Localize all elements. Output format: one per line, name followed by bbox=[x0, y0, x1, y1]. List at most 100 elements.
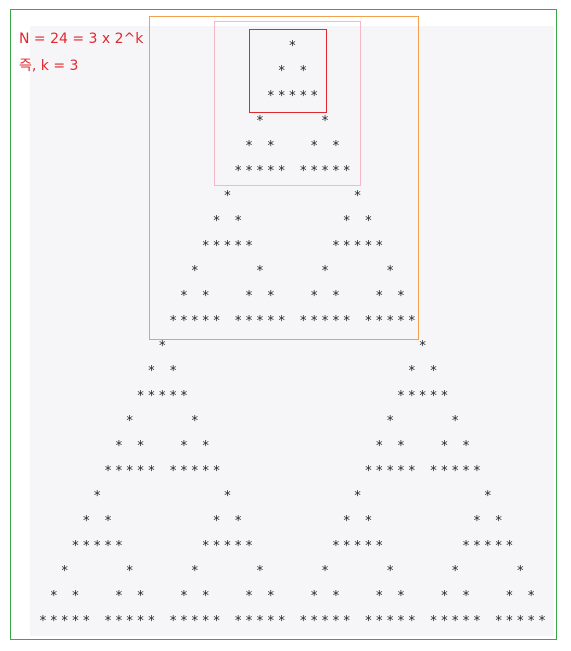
star-glyph: * bbox=[212, 314, 221, 329]
star-glyph: * bbox=[212, 539, 221, 554]
star-glyph: * bbox=[386, 414, 395, 429]
star-glyph: * bbox=[331, 139, 340, 154]
star-glyph: * bbox=[158, 389, 167, 404]
star-glyph: * bbox=[201, 289, 210, 304]
star-glyph: * bbox=[180, 589, 188, 604]
star-glyph: * bbox=[462, 614, 470, 629]
star-glyph: * bbox=[245, 139, 253, 154]
star-glyph: * bbox=[114, 589, 123, 604]
star-glyph: * bbox=[505, 589, 514, 604]
star-glyph: * bbox=[386, 464, 395, 479]
star-glyph: * bbox=[364, 539, 373, 554]
star-glyph: * bbox=[266, 139, 275, 154]
star-glyph: * bbox=[451, 464, 460, 479]
star-glyph: * bbox=[201, 314, 210, 329]
star-glyph: * bbox=[364, 514, 373, 529]
star-glyph: * bbox=[375, 314, 384, 329]
star-glyph: * bbox=[136, 589, 145, 604]
star-glyph: * bbox=[407, 464, 416, 479]
star-glyph: * bbox=[331, 589, 340, 604]
star-glyph: * bbox=[125, 414, 134, 429]
star-glyph: * bbox=[256, 614, 264, 629]
star-glyph: * bbox=[462, 589, 470, 604]
star-glyph: * bbox=[169, 314, 178, 329]
star-glyph: * bbox=[234, 514, 243, 529]
star-glyph: * bbox=[104, 514, 112, 529]
star-glyph: * bbox=[114, 464, 123, 479]
star-glyph: * bbox=[114, 439, 123, 454]
star-glyph: * bbox=[277, 164, 286, 179]
star-glyph: * bbox=[321, 314, 329, 329]
star-glyph: * bbox=[397, 439, 405, 454]
star-glyph: * bbox=[190, 414, 199, 429]
output-canvas bbox=[30, 26, 554, 636]
star-glyph: * bbox=[429, 364, 438, 379]
star-glyph: * bbox=[342, 539, 351, 554]
star-glyph: * bbox=[180, 464, 188, 479]
star-glyph: * bbox=[223, 239, 232, 254]
star-glyph: * bbox=[136, 614, 145, 629]
star-glyph: * bbox=[190, 314, 199, 329]
star-glyph: * bbox=[397, 589, 405, 604]
star-glyph: * bbox=[201, 614, 210, 629]
star-glyph: * bbox=[256, 164, 264, 179]
star-glyph: * bbox=[212, 214, 221, 229]
star-glyph: * bbox=[256, 114, 264, 129]
star-glyph: * bbox=[234, 314, 243, 329]
star-glyph: * bbox=[93, 489, 102, 504]
star-glyph: * bbox=[397, 464, 405, 479]
star-glyph: * bbox=[440, 389, 449, 404]
star-glyph: * bbox=[321, 114, 329, 129]
star-glyph: * bbox=[321, 164, 329, 179]
star-glyph: * bbox=[483, 489, 492, 504]
k1-block-outline bbox=[214, 21, 361, 186]
star-glyph: * bbox=[527, 614, 536, 629]
star-glyph: * bbox=[190, 264, 199, 279]
star-glyph: * bbox=[494, 614, 503, 629]
star-glyph: * bbox=[342, 314, 351, 329]
star-glyph: * bbox=[71, 589, 80, 604]
star-glyph: * bbox=[364, 614, 373, 629]
star-glyph: * bbox=[114, 614, 123, 629]
star-glyph: * bbox=[82, 614, 91, 629]
star-glyph: * bbox=[266, 614, 275, 629]
star-glyph: * bbox=[201, 464, 210, 479]
star-glyph: * bbox=[299, 164, 308, 179]
star-glyph: * bbox=[104, 614, 112, 629]
star-glyph: * bbox=[407, 364, 416, 379]
star-glyph: * bbox=[331, 614, 340, 629]
star-glyph: * bbox=[223, 539, 232, 554]
star-glyph: * bbox=[397, 289, 405, 304]
star-glyph: * bbox=[342, 239, 351, 254]
star-glyph: * bbox=[49, 589, 58, 604]
star-glyph: * bbox=[82, 539, 91, 554]
star-glyph: * bbox=[440, 439, 449, 454]
star-glyph: * bbox=[223, 189, 232, 204]
star-glyph: * bbox=[451, 564, 460, 579]
star-glyph: * bbox=[375, 539, 384, 554]
star-glyph: * bbox=[321, 564, 329, 579]
star-glyph: * bbox=[342, 214, 351, 229]
star-glyph: * bbox=[180, 314, 188, 329]
star-glyph: * bbox=[397, 314, 405, 329]
star-glyph: * bbox=[169, 614, 178, 629]
star-glyph: * bbox=[375, 239, 384, 254]
star-glyph: * bbox=[364, 314, 373, 329]
star-glyph: * bbox=[147, 364, 156, 379]
star-glyph: * bbox=[386, 564, 395, 579]
star-glyph: * bbox=[266, 164, 275, 179]
star-glyph: * bbox=[462, 464, 470, 479]
star-glyph: * bbox=[331, 164, 340, 179]
star-glyph: * bbox=[266, 314, 275, 329]
star-glyph: * bbox=[180, 614, 188, 629]
star-glyph: * bbox=[310, 589, 319, 604]
star-glyph: * bbox=[375, 289, 384, 304]
star-glyph: * bbox=[147, 389, 156, 404]
star-glyph: * bbox=[104, 464, 112, 479]
star-glyph: * bbox=[462, 439, 470, 454]
star-glyph: * bbox=[277, 89, 286, 104]
star-glyph: * bbox=[190, 614, 199, 629]
star-glyph: * bbox=[353, 189, 362, 204]
star-glyph: * bbox=[201, 539, 210, 554]
star-glyph: * bbox=[527, 589, 536, 604]
